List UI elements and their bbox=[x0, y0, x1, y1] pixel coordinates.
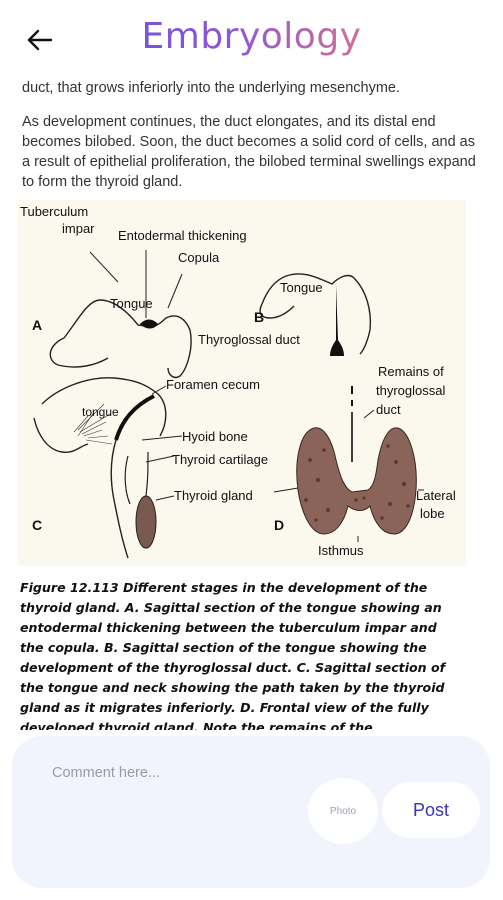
label-panel-b: B bbox=[254, 309, 264, 325]
comment-input[interactable] bbox=[52, 762, 312, 784]
label-tongue-a: Tongue bbox=[110, 296, 153, 311]
app-header: Embryology bbox=[0, 0, 503, 78]
label-panel-d: D bbox=[274, 517, 284, 533]
label-tongue-c: tongue bbox=[82, 405, 119, 419]
article-paragraph: As development continues, the duct elong… bbox=[22, 114, 476, 190]
label-thyroid-cartilage: Thyroid cartilage bbox=[172, 452, 268, 467]
label-foramen: Foramen cecum bbox=[166, 377, 260, 392]
article-paragraph: duct, that grows inferiorly into the und… bbox=[22, 80, 400, 96]
label-tuberculum: Tuberculum bbox=[20, 204, 88, 219]
article-content[interactable]: duct, that grows inferiorly into the und… bbox=[0, 68, 503, 730]
photo-button[interactable]: Photo bbox=[308, 778, 378, 844]
arrow-left-icon bbox=[27, 29, 53, 51]
label-panel-c: C bbox=[32, 517, 42, 533]
thyroid-development-figure: Tuberculum impar Entodermal thickening C… bbox=[18, 200, 466, 566]
label-remains2: thyroglossal bbox=[376, 383, 445, 398]
label-lateral: Lateral bbox=[416, 488, 456, 503]
label-remains1: Remains of bbox=[378, 364, 444, 379]
post-button[interactable]: Post bbox=[382, 782, 480, 838]
photo-button-label: Photo bbox=[329, 805, 357, 817]
label-hyoid: Hyoid bone bbox=[182, 429, 248, 444]
post-button-label: Post bbox=[412, 799, 450, 820]
label-impar: impar bbox=[62, 221, 95, 236]
back-button[interactable] bbox=[20, 20, 60, 60]
label-tongue-b: Tongue bbox=[280, 280, 323, 295]
label-remains3: duct bbox=[376, 402, 401, 417]
label-panel-a: A bbox=[32, 317, 42, 333]
page-title: Embryology bbox=[0, 16, 503, 57]
comment-panel: Photo Post bbox=[12, 736, 490, 888]
label-isthmus: Isthmus bbox=[318, 543, 364, 558]
label-thyroid-gland: Thyroid gland bbox=[174, 488, 253, 503]
label-lobe: lobe bbox=[420, 506, 445, 521]
label-copula: Copula bbox=[178, 250, 220, 265]
label-thyroglossal-duct: Thyroglossal duct bbox=[198, 332, 300, 347]
figure-caption: Figure 12.113 Different stages in the de… bbox=[20, 580, 446, 730]
label-entodermal: Entodermal thickening bbox=[118, 228, 247, 243]
